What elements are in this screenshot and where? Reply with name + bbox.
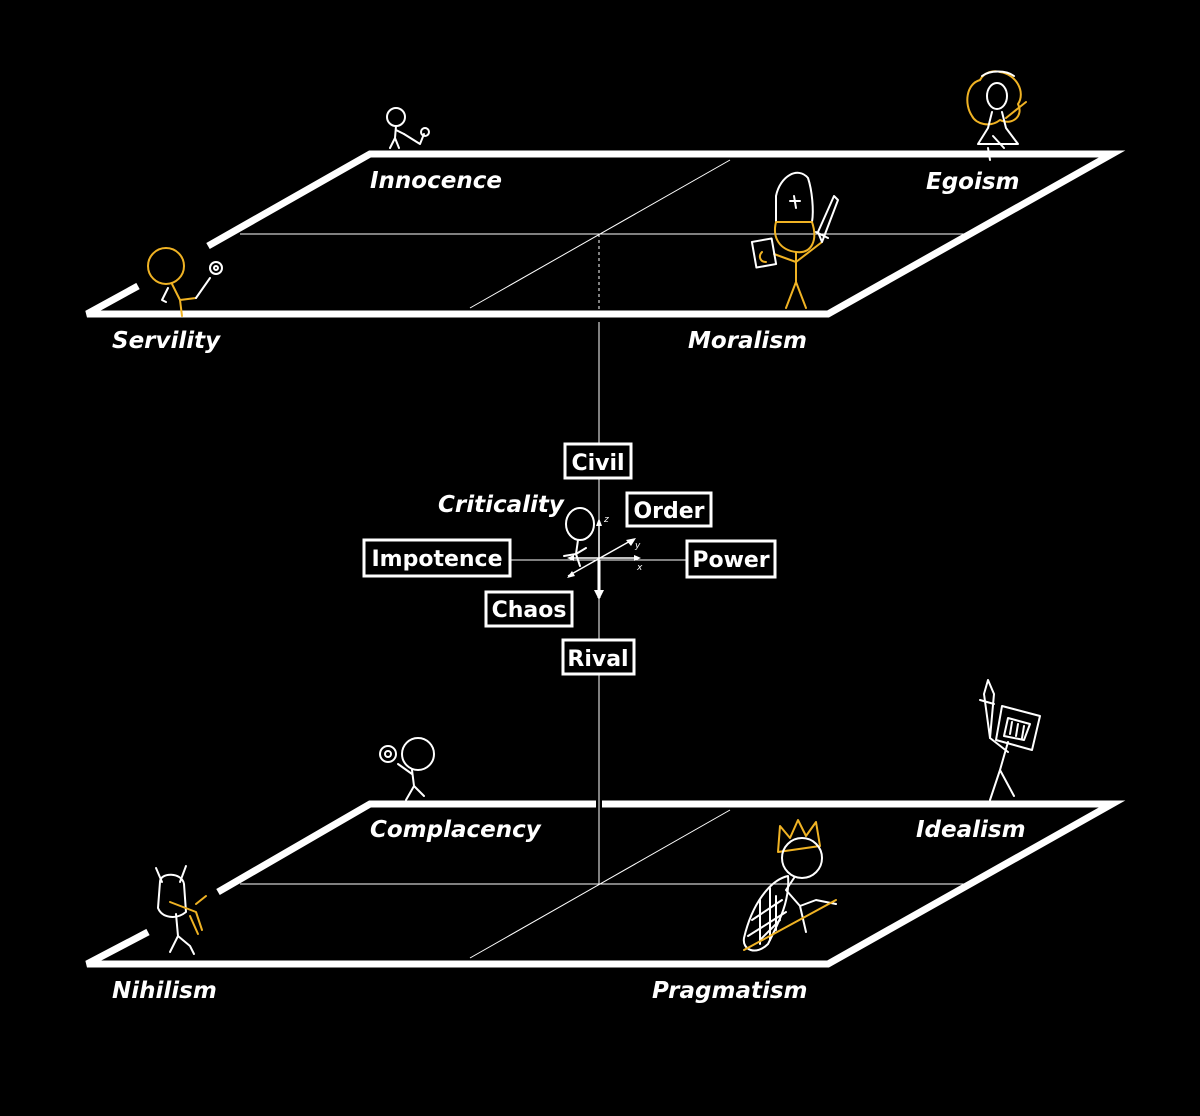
axis-label-civil: Civil — [563, 442, 633, 480]
power-label: Power — [692, 548, 769, 573]
innocence-label: Innocence — [370, 168, 502, 194]
woman-with-wand-icon — [966, 70, 1027, 161]
order-label: Order — [633, 499, 704, 524]
origin-arrows: z y x — [567, 515, 643, 600]
kneeling-figure-with-flower-icon — [147, 247, 223, 317]
nihilism-label: Nihilism — [112, 978, 217, 1004]
lower-plane-outline — [85, 800, 1126, 968]
idealism-label: Idealism — [916, 817, 1026, 843]
axis-label-impotence: Impotence — [362, 538, 512, 578]
upper-plane-outline — [85, 150, 1126, 318]
rival-label: Rival — [567, 647, 628, 672]
complacency-label: Complacency — [370, 817, 542, 843]
pragmatism-label: Pragmatism — [652, 978, 808, 1004]
knight-with-sword-icon — [979, 679, 1041, 801]
axis-label-chaos: Chaos — [484, 590, 574, 628]
criticality-label: Criticality — [438, 492, 565, 518]
servility-label: Servility — [112, 328, 221, 354]
viking-warrior-icon — [155, 865, 207, 955]
chaos-label: Chaos — [492, 598, 567, 623]
egoism-label: Egoism — [926, 169, 1020, 195]
upper-plane-diagonal-midline — [469, 159, 731, 309]
axis-label-order: Order — [625, 491, 713, 528]
axis-label-rival: Rival — [561, 638, 636, 676]
child-with-flower-icon — [386, 107, 430, 149]
thinker-figure-icon — [563, 507, 595, 567]
impotence-label: Impotence — [371, 547, 502, 572]
king-with-net-icon — [742, 819, 837, 952]
upper-plane — [85, 150, 1126, 318]
lower-plane — [85, 800, 1126, 968]
moralism-label: Moralism — [688, 328, 807, 354]
figure-holding-flower-icon — [379, 737, 435, 801]
lower-plane-diagonal-midline — [469, 809, 731, 959]
z-axis-tag: z — [603, 515, 609, 525]
civil-label: Civil — [571, 451, 624, 476]
x-axis-tag: x — [636, 563, 643, 573]
bishop-with-sword-icon — [750, 171, 839, 309]
axis-label-power: Power — [685, 539, 777, 579]
y-axis-tag: y — [634, 541, 641, 551]
